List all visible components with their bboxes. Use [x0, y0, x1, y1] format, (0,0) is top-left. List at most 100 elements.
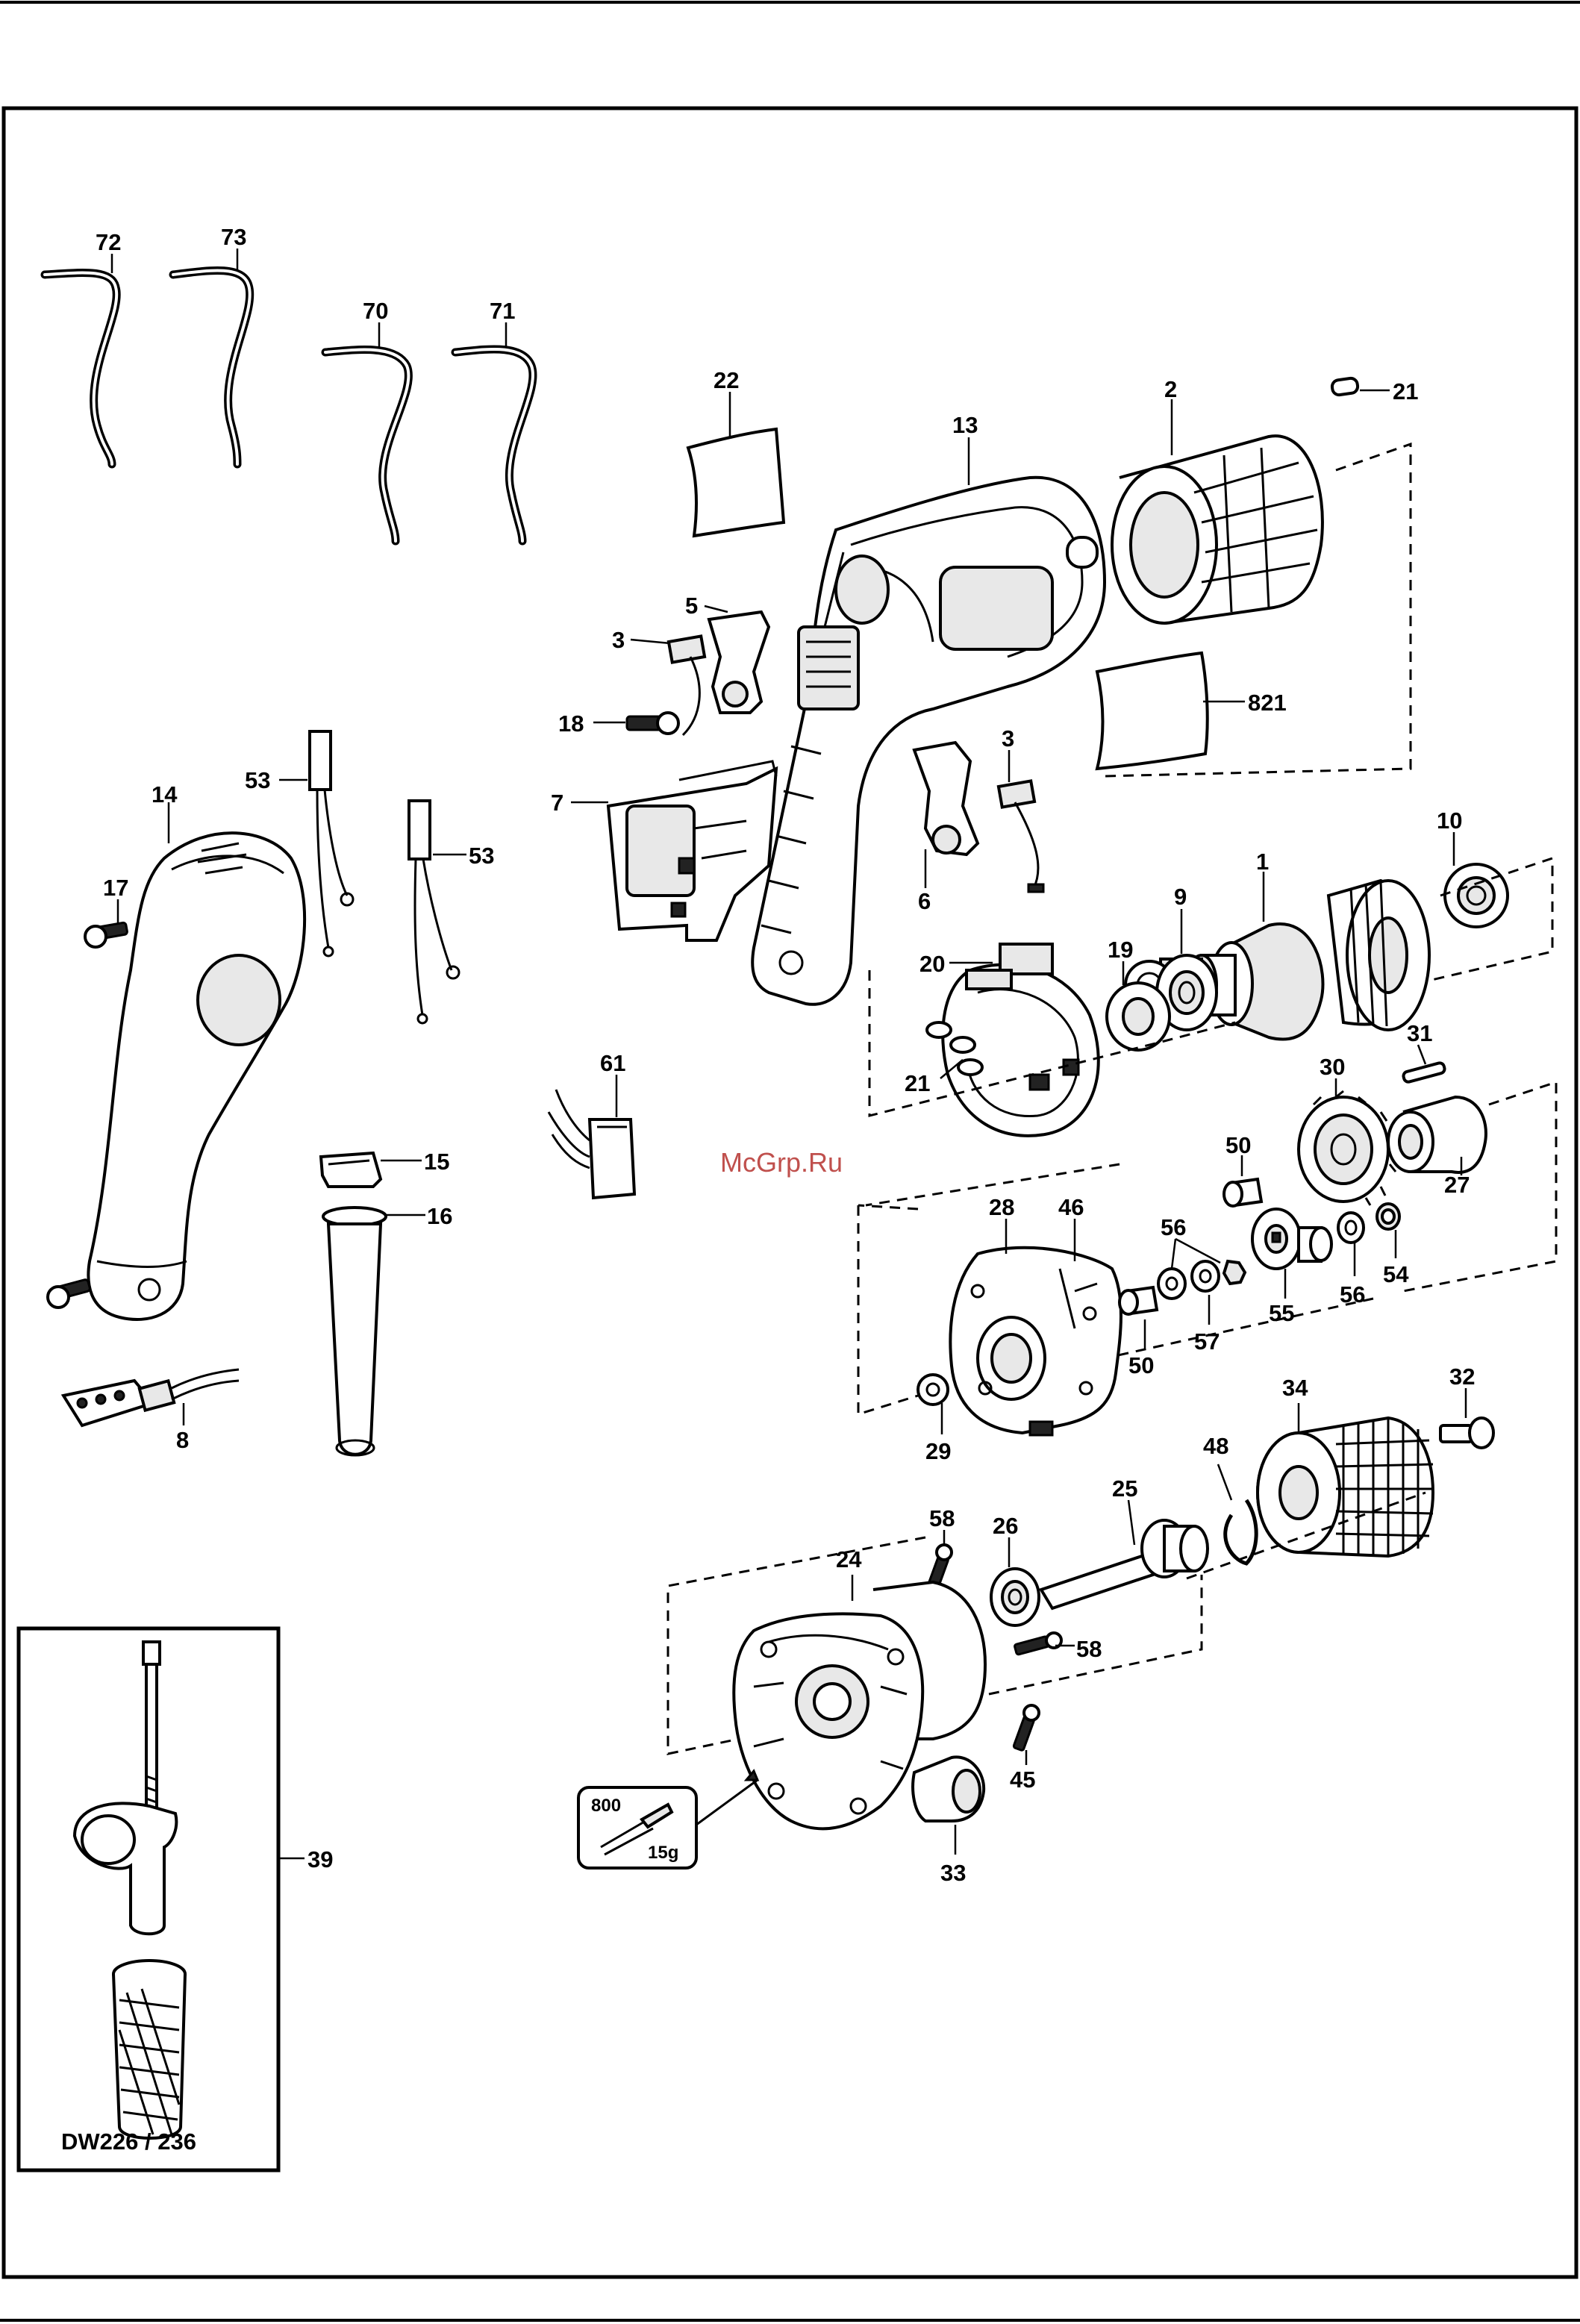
- label-34: 34: [1282, 1375, 1308, 1401]
- screw-58-right: [1014, 1633, 1061, 1655]
- cable-guard-70: [325, 350, 408, 541]
- retaining-ring-48: [1225, 1500, 1256, 1564]
- power-cord-8: [63, 1369, 239, 1425]
- label-21-top: 21: [1393, 378, 1418, 404]
- label-8: 8: [176, 1427, 189, 1453]
- bearing-27: [1388, 1097, 1486, 1172]
- label-17: 17: [103, 875, 128, 901]
- label-26: 26: [993, 1513, 1018, 1539]
- chuck-34: [1258, 1418, 1433, 1556]
- lead-53-left: [310, 731, 353, 956]
- label-39: 39: [307, 1846, 333, 1872]
- cable-guard-71: [455, 349, 533, 541]
- label-58-right: 58: [1076, 1636, 1102, 1662]
- motor-housing-13: [752, 478, 1105, 1005]
- label-53-right: 53: [469, 843, 494, 869]
- label-25: 25: [1112, 1475, 1137, 1502]
- side-handle-39: [75, 1642, 185, 2138]
- label-56-top: 56: [1161, 1214, 1186, 1240]
- cord-clamp-15: [321, 1153, 381, 1187]
- washer-56-right: [1338, 1213, 1364, 1243]
- label-30: 30: [1320, 1054, 1345, 1080]
- label-7: 7: [551, 790, 563, 816]
- gear-30: [1299, 1091, 1396, 1205]
- bushing-50-top: [1224, 1179, 1261, 1206]
- label-54: 54: [1383, 1261, 1409, 1287]
- label-24: 24: [836, 1546, 862, 1572]
- label-48: 48: [1203, 1433, 1228, 1459]
- label-72: 72: [96, 229, 121, 255]
- chuck-screw-32: [1440, 1418, 1493, 1448]
- watermark: McGrp.Ru: [720, 1147, 843, 1178]
- label-16: 16: [427, 1203, 452, 1229]
- cable-guard-72: [45, 272, 116, 464]
- cable-guard-73: [173, 270, 250, 464]
- pin-31: [1402, 1062, 1446, 1083]
- label-13: 13: [952, 412, 978, 438]
- label-5: 5: [685, 593, 698, 619]
- lead-53-right: [409, 801, 459, 1023]
- label-70: 70: [363, 298, 388, 324]
- brush-holder-5: [709, 612, 769, 713]
- cord-protector-16: [323, 1208, 386, 1455]
- label-50-top: 50: [1225, 1132, 1251, 1158]
- bearing-26: [991, 1569, 1039, 1625]
- screw-17: [85, 922, 128, 947]
- bearing-10: [1445, 864, 1508, 927]
- shift-knob-33: [913, 1757, 984, 1821]
- field-label-821: [1097, 653, 1208, 769]
- label-50-lower: 50: [1128, 1352, 1154, 1378]
- label-32: 32: [1449, 1364, 1475, 1390]
- label-45: 45: [1010, 1767, 1035, 1793]
- label-73: 73: [221, 224, 246, 250]
- label-2: 2: [1164, 376, 1177, 402]
- washer-19: [1107, 983, 1170, 1050]
- label-plate-22: [688, 429, 784, 536]
- label-3-right: 3: [1002, 725, 1014, 752]
- brush-3-right: [999, 781, 1043, 892]
- label-21-lower: 21: [905, 1070, 930, 1096]
- screw-handle-lower: [48, 1279, 90, 1308]
- spindle-25: [1041, 1520, 1208, 1608]
- brush-holder-6: [914, 743, 978, 855]
- label-3-left: 3: [612, 627, 625, 653]
- label-61: 61: [600, 1050, 625, 1076]
- gear-case-28: [950, 1248, 1121, 1435]
- label-27: 27: [1444, 1172, 1470, 1198]
- label-33: 33: [940, 1860, 966, 1886]
- label-22: 22: [714, 367, 739, 393]
- needle-bearing-54: [1377, 1204, 1399, 1229]
- label-55: 55: [1269, 1300, 1294, 1326]
- label-29: 29: [925, 1438, 951, 1464]
- label-1: 1: [1256, 849, 1269, 875]
- handle-cover-14: [88, 833, 305, 1319]
- spindle-gear-55: [1252, 1209, 1331, 1269]
- label-14: 14: [152, 781, 178, 808]
- label-15: 15: [424, 1149, 449, 1175]
- cable-61: [549, 1090, 634, 1198]
- label-821: 821: [1248, 690, 1287, 716]
- switch-7: [608, 761, 776, 940]
- label-20: 20: [919, 951, 945, 977]
- pin-21-top: [1331, 378, 1358, 396]
- screw-18: [627, 713, 678, 734]
- label-10: 10: [1437, 808, 1462, 834]
- grease-amount: 15g: [648, 1843, 678, 1863]
- washer-29: [918, 1375, 948, 1405]
- label-71: 71: [490, 298, 515, 324]
- label-46: 46: [1058, 1194, 1084, 1220]
- label-6: 6: [918, 888, 931, 914]
- label-56-right: 56: [1340, 1281, 1365, 1308]
- label-57: 57: [1194, 1328, 1220, 1355]
- label-58-top: 58: [929, 1505, 955, 1531]
- label-28: 28: [989, 1194, 1014, 1220]
- label-model: DW226 / 236: [61, 2128, 196, 2155]
- label-53-left: 53: [245, 767, 270, 793]
- screw-45: [1014, 1705, 1039, 1751]
- field-stator-2: [1112, 436, 1323, 623]
- label-18: 18: [558, 710, 584, 737]
- grease-code: 800: [591, 1796, 621, 1816]
- label-31: 31: [1407, 1020, 1432, 1046]
- label-19: 19: [1108, 937, 1133, 963]
